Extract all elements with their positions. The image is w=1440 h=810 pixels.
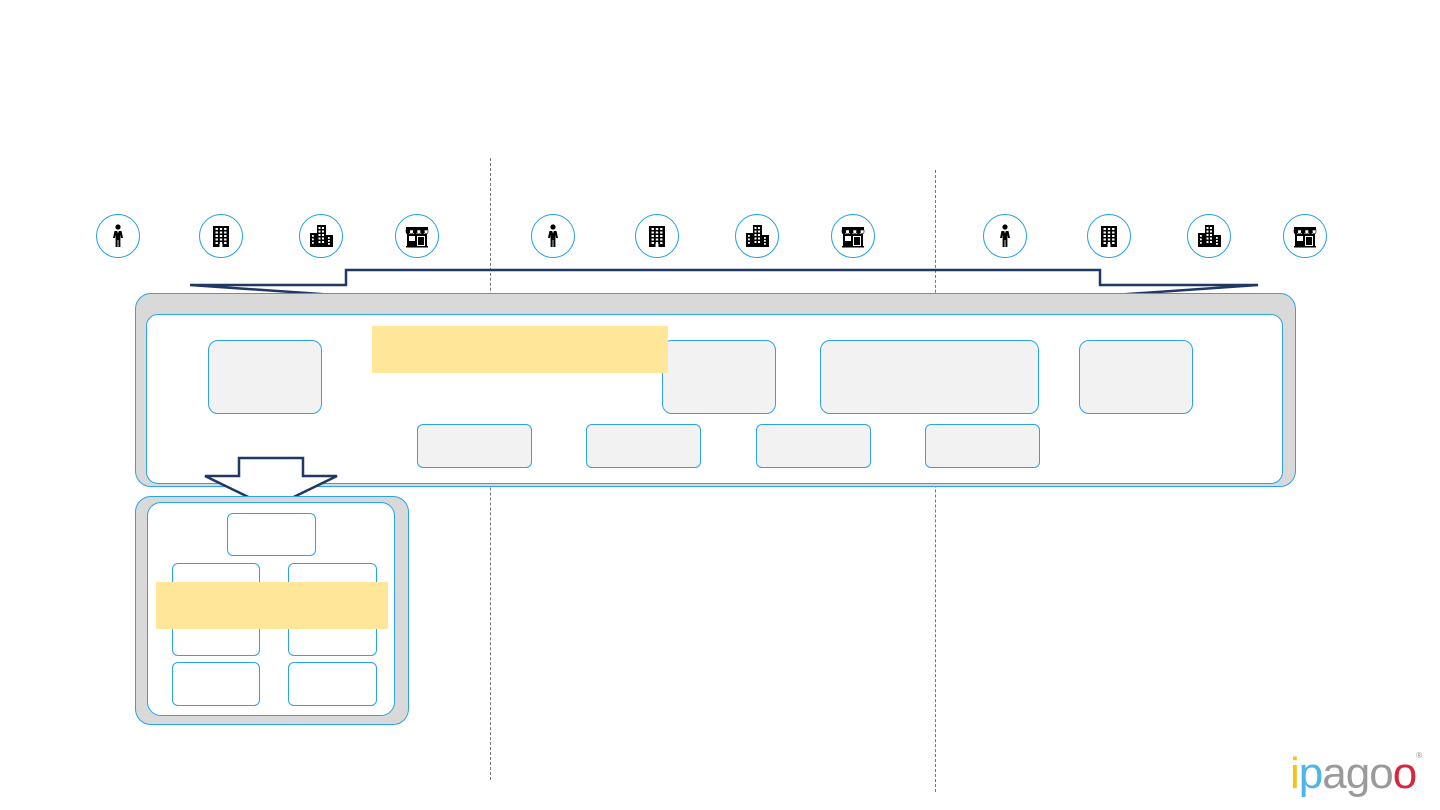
down-arrow xyxy=(204,456,338,510)
platform-submodule-2 xyxy=(586,424,701,468)
segment-1-person-circle xyxy=(96,214,140,258)
segment-1-office-building-circle xyxy=(199,214,243,258)
city-buildings-icon xyxy=(307,222,335,250)
platform-module-4 xyxy=(1079,340,1193,414)
logo-registered-mark: ® xyxy=(1416,751,1422,760)
shop-icon xyxy=(1291,222,1319,250)
city-buildings-icon xyxy=(1195,222,1223,250)
segment-3-person-circle xyxy=(983,214,1027,258)
platform-module-1 xyxy=(208,340,322,414)
aggregation-bracket xyxy=(189,268,1259,324)
detail-box-left-2 xyxy=(172,662,260,706)
segment-2-office-building-circle xyxy=(635,214,679,258)
segment-2-shop-circle xyxy=(831,214,875,258)
office-building-icon xyxy=(207,222,235,250)
platform-module-3 xyxy=(820,340,1039,414)
logo-letter: o xyxy=(1392,749,1418,798)
logo-letter: p xyxy=(1298,749,1324,798)
office-building-icon xyxy=(1095,222,1123,250)
logo-letter: i xyxy=(1290,749,1300,798)
detail-box-top xyxy=(227,513,316,556)
redacted-label-detail xyxy=(156,582,388,629)
shop-icon xyxy=(403,222,431,250)
segment-1-city-buildings-circle xyxy=(299,214,343,258)
ipagoo-logo: ipagoo® xyxy=(1290,749,1422,798)
segment-2-city-buildings-circle xyxy=(735,214,779,258)
redacted-label-platform xyxy=(372,326,668,373)
office-building-icon xyxy=(643,222,671,250)
segment-2-person-circle xyxy=(531,214,575,258)
person-icon xyxy=(104,222,132,250)
platform-module-2 xyxy=(662,340,776,414)
person-icon xyxy=(991,222,1019,250)
city-buildings-icon xyxy=(743,222,771,250)
segment-3-office-building-circle xyxy=(1087,214,1131,258)
platform-submodule-1 xyxy=(417,424,532,468)
platform-submodule-3 xyxy=(756,424,871,468)
shop-icon xyxy=(839,222,867,250)
segment-1-shop-circle xyxy=(395,214,439,258)
segment-3-shop-circle xyxy=(1283,214,1327,258)
logo-letter: a xyxy=(1322,749,1347,798)
detail-box-right-2 xyxy=(288,662,377,706)
logo-letter: g xyxy=(1345,749,1371,798)
person-icon xyxy=(539,222,567,250)
segment-3-city-buildings-circle xyxy=(1187,214,1231,258)
logo-letter: o xyxy=(1369,749,1394,798)
platform-submodule-4 xyxy=(925,424,1040,468)
